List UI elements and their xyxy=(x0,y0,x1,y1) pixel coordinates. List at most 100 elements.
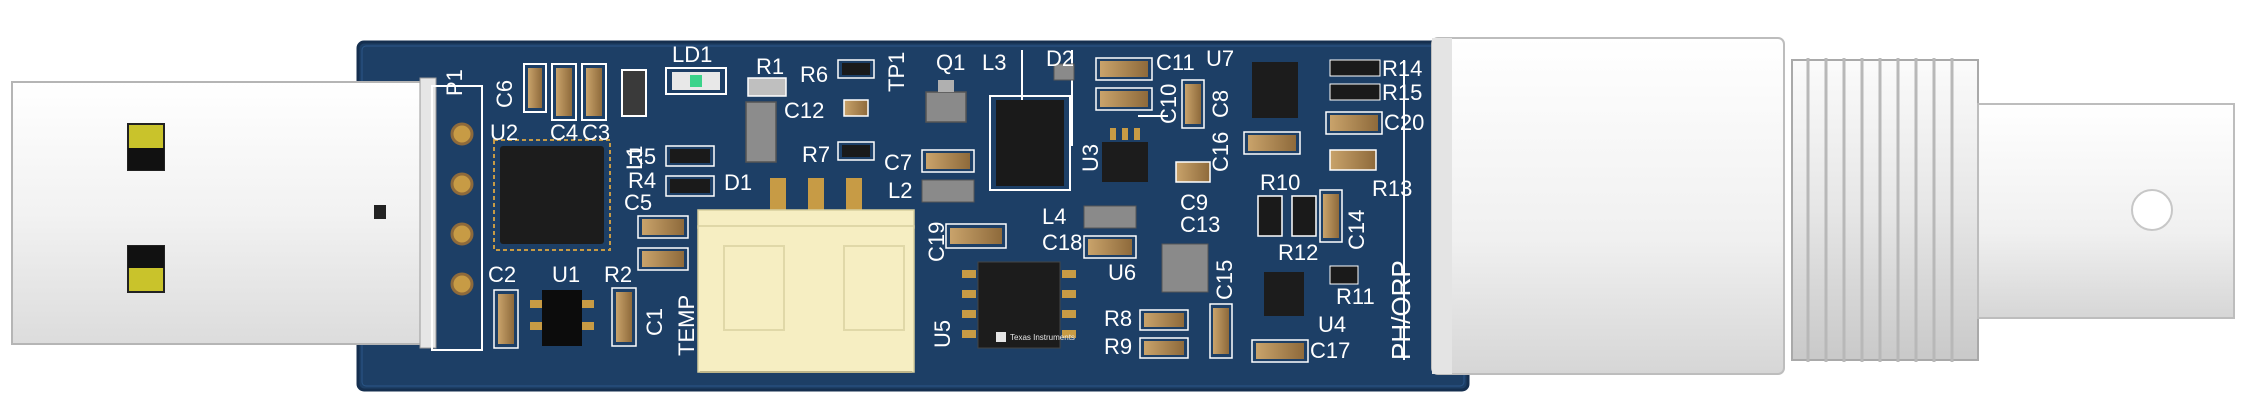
label-l2: L2 xyxy=(888,178,912,203)
usb-connector xyxy=(11,77,437,349)
inductor-l3 xyxy=(989,95,1071,191)
label-c5: C5 xyxy=(624,190,652,215)
ic-u3 xyxy=(1102,128,1148,182)
label-r2: R2 xyxy=(604,262,632,287)
label-r12: R12 xyxy=(1278,240,1318,265)
label-u2: U2 xyxy=(490,120,518,145)
resistor-r15 xyxy=(1329,83,1381,101)
capacitor-c10 xyxy=(1095,87,1153,111)
label-c1: C1 xyxy=(642,308,667,336)
svg-text:Texas Instruments: Texas Instruments xyxy=(1010,333,1075,342)
label-c7: C7 xyxy=(884,150,912,175)
inductor-l1 xyxy=(621,69,647,117)
label-ph-orp: PH/ORP xyxy=(1386,260,1416,360)
label-u3: U3 xyxy=(1078,144,1103,172)
label-u1: U1 xyxy=(552,262,580,287)
ic-u5: Texas Instruments xyxy=(962,261,1076,349)
capacitor-c3 xyxy=(581,63,607,121)
capacitor-c1 xyxy=(611,287,637,347)
capacitor-c18 xyxy=(1083,235,1137,259)
label-c15: C15 xyxy=(1212,260,1237,300)
silkscreen-labels: P1 C6 U2 C4 C3 L1 LD1 R1 R6 TP1 Q1 L3 D2… xyxy=(442,42,1424,363)
ic-u1 xyxy=(530,290,594,346)
resistor-r11 xyxy=(1329,265,1359,285)
label-d1: D1 xyxy=(724,170,752,195)
capacitor-c16 xyxy=(1181,79,1205,129)
temp-connector xyxy=(697,178,915,373)
label-r10: R10 xyxy=(1260,170,1300,195)
bnc-thread xyxy=(1791,58,1979,362)
label-c8: C8 xyxy=(1208,90,1233,118)
label-temp: TEMP xyxy=(674,295,699,356)
label-c18: C18 xyxy=(1042,230,1082,255)
resistor-r5 xyxy=(665,145,715,167)
resistor-r4 xyxy=(665,175,715,197)
label-c13: C13 xyxy=(1180,212,1220,237)
label-r8: R8 xyxy=(1104,306,1132,331)
label-c14: C14 xyxy=(1344,210,1369,250)
resistor-r8 xyxy=(1139,309,1189,331)
label-c3: C3 xyxy=(582,120,610,145)
label-c2: C2 xyxy=(488,262,516,287)
capacitor-c9 xyxy=(1175,161,1211,183)
transistor-q1 xyxy=(925,80,967,123)
capacitor-c19 xyxy=(945,223,1007,249)
capacitor-c6 xyxy=(523,63,547,113)
capacitor-c11 xyxy=(1095,57,1153,81)
label-r7: R7 xyxy=(802,142,830,167)
resistor-r7 xyxy=(837,141,875,161)
label-c11: C11 xyxy=(1156,50,1195,75)
resistor-r14 xyxy=(1329,59,1381,77)
label-c9: C9 xyxy=(1180,190,1208,215)
capacitor-c20 xyxy=(1325,111,1383,135)
label-c17: C17 xyxy=(1310,338,1350,363)
ic-u2 xyxy=(493,139,611,251)
label-l1: L1 xyxy=(622,146,647,170)
label-u4: U4 xyxy=(1318,312,1346,337)
label-r5: R5 xyxy=(628,144,656,169)
capacitor-c5 xyxy=(637,215,689,239)
label-ld1: LD1 xyxy=(672,42,712,67)
label-l4: L4 xyxy=(1042,204,1066,229)
label-p1: P1 xyxy=(442,69,467,96)
label-r6: R6 xyxy=(800,62,828,87)
capacitor-c4 xyxy=(551,63,577,121)
label-c12: C12 xyxy=(784,98,824,123)
label-r15: R15 xyxy=(1382,80,1422,105)
label-c20: C20 xyxy=(1384,110,1424,135)
capacitor-c7 xyxy=(921,149,975,173)
p1-header-pads xyxy=(431,85,483,351)
resistor-c5-pair xyxy=(637,247,689,271)
label-r1: R1 xyxy=(756,54,784,79)
capacitor-c15 xyxy=(1209,303,1233,359)
label-r14: R14 xyxy=(1382,56,1422,81)
inductor-l4 xyxy=(1083,205,1137,229)
inductor-l2 xyxy=(921,179,975,203)
label-r9: R9 xyxy=(1104,334,1132,359)
resistor-r12 xyxy=(1291,195,1317,237)
ic-u6 xyxy=(1161,243,1209,293)
led-ld1 xyxy=(665,67,727,95)
label-c4: C4 xyxy=(550,120,578,145)
label-l3: L3 xyxy=(982,50,1006,75)
label-r11: R11 xyxy=(1336,284,1375,309)
capacitor-c14 xyxy=(1319,189,1343,243)
label-d2: D2 xyxy=(1046,46,1074,71)
label-q1: Q1 xyxy=(936,50,965,75)
label-u7: U7 xyxy=(1206,46,1234,71)
resistor-r6 xyxy=(837,59,875,79)
ti-logo: Texas Instruments xyxy=(996,332,1075,342)
label-r13: R13 xyxy=(1372,176,1412,201)
label-u6: U6 xyxy=(1108,260,1136,285)
ic-u7 xyxy=(1252,62,1298,118)
capacitor-c12-body xyxy=(745,101,777,163)
capacitor-c8 xyxy=(1243,131,1301,155)
diode-d2 xyxy=(1053,63,1075,81)
capacitor-c17 xyxy=(1251,339,1309,363)
ic-u4 xyxy=(1264,272,1304,316)
label-c6: C6 xyxy=(492,80,517,108)
label-r4: R4 xyxy=(628,168,656,193)
resistor-r13 xyxy=(1329,149,1377,171)
bnc-connector xyxy=(1431,37,2235,375)
